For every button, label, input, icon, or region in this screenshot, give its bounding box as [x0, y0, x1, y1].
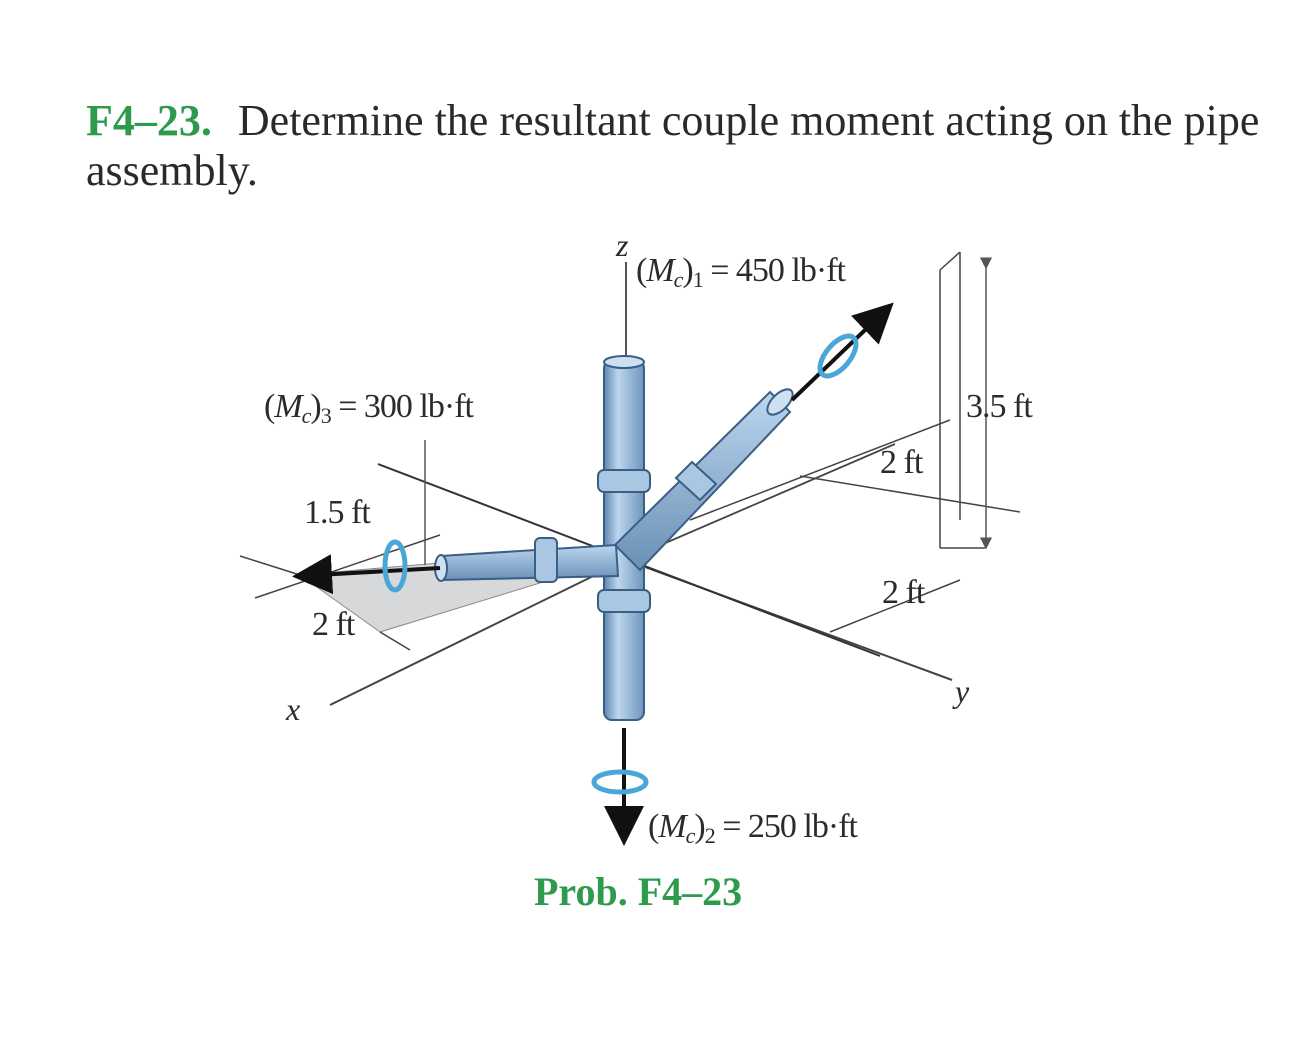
- construction-line: [939, 251, 961, 271]
- construction-line: [689, 419, 951, 521]
- moment-1-index: 1: [692, 267, 704, 292]
- z-axis-label: z: [616, 227, 628, 263]
- moment-1-symbol: M: [646, 252, 674, 289]
- moment-1-subscript: c: [673, 267, 684, 292]
- moment-3-index: 3: [320, 403, 332, 428]
- moment-2-value: = 250 lb·ft: [722, 808, 858, 845]
- moment-2-subscript: c: [685, 823, 696, 848]
- construction-line: [379, 631, 411, 651]
- moment-3-value: = 300 lb·ft: [338, 388, 474, 425]
- moment-3-subscript: c: [301, 403, 312, 428]
- moment-3-symbol: M: [274, 388, 302, 425]
- moment-2-label: (Mc)2 = 250 lb·ft: [648, 808, 858, 848]
- moment-3-label: (Mc)3 = 300 lb·ft: [264, 388, 474, 428]
- moment-arc-1: [817, 333, 859, 379]
- y-axis-label: y: [955, 673, 969, 709]
- problem-statement: F4–23.Determine the resultant couple mom…: [86, 96, 1266, 196]
- moment-2-index: 2: [704, 823, 716, 848]
- construction-line: [625, 443, 896, 561]
- problem-text: Determine the resultant couple moment ac…: [86, 96, 1260, 195]
- moment-1-value: = 450 lb·ft: [710, 252, 846, 289]
- moment-vector-1: [790, 302, 894, 402]
- dimension-2ft-left: 2 ft: [312, 606, 355, 643]
- pipe-coupling: [597, 589, 651, 613]
- pipe-end-top: [603, 355, 645, 369]
- moment-1-label: (Mc)1 = 450 lb·ft: [636, 252, 846, 292]
- pipe-coupling: [597, 469, 651, 493]
- x-axis-label: x: [286, 691, 300, 727]
- x-axis: [329, 559, 627, 706]
- dimension-2ft-mid: 2 ft: [882, 574, 925, 611]
- moment-2-symbol: M: [658, 808, 686, 845]
- construction-line: [829, 579, 961, 633]
- diagonal-pipe: [613, 388, 794, 572]
- moment-arc-3: [382, 539, 408, 593]
- dimension-1-5ft: 1.5 ft: [304, 494, 371, 531]
- construction-line: [239, 555, 301, 576]
- dimension-3-5ft: 3.5 ft: [966, 388, 1033, 425]
- horizontal-pipe: [434, 537, 620, 583]
- moment-vector-3: [292, 554, 441, 595]
- problem-number: F4–23.: [86, 96, 212, 145]
- dimension-2ft-top: 2 ft: [880, 444, 923, 481]
- figure-caption: Prob. F4–23: [534, 869, 743, 914]
- construction-line: [254, 534, 441, 599]
- moment-arc-2: [591, 769, 649, 795]
